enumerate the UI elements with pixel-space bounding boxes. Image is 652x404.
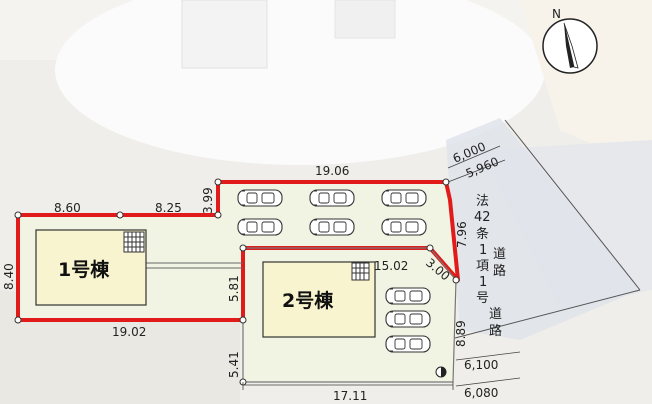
dim-step: 3.99 bbox=[201, 187, 215, 214]
boundary-marker-half bbox=[435, 366, 447, 378]
car-icon bbox=[237, 189, 283, 207]
road-area bbox=[446, 118, 641, 340]
road-label-col1-6: 号 bbox=[476, 291, 489, 306]
car-icon bbox=[237, 218, 283, 236]
compass: N bbox=[542, 7, 598, 74]
car-icon bbox=[385, 310, 431, 328]
road-label-col1-5: 1 bbox=[479, 275, 487, 290]
car-icon bbox=[385, 287, 431, 305]
dim-right-lower: 8.89 bbox=[454, 320, 468, 347]
road-label-col2-1: 路 bbox=[493, 263, 506, 279]
car-icon bbox=[309, 189, 355, 207]
road-label-col3-0: 道 bbox=[489, 307, 502, 322]
car-icon bbox=[385, 335, 431, 353]
building-1-stair-icon bbox=[123, 231, 145, 253]
building-2: 2号棟 bbox=[262, 261, 376, 338]
access-path bbox=[146, 262, 243, 269]
building-2-stair-icon bbox=[351, 262, 370, 281]
parking-area-2 bbox=[385, 287, 431, 353]
lot-2-outline bbox=[242, 247, 457, 383]
dim-mid-top: 8.25 bbox=[155, 201, 182, 215]
dimension-lines bbox=[242, 145, 521, 390]
compass-north-label: N bbox=[552, 7, 561, 21]
dim-lower-left: 5.41 bbox=[227, 351, 241, 378]
dim-right-upper: 7.96 bbox=[455, 221, 469, 248]
road-label-col1-4: 項 bbox=[476, 259, 489, 274]
road-width-bottom-1: 6,100 bbox=[464, 358, 498, 372]
road-label-col3-1: 路 bbox=[489, 323, 502, 339]
road-width-bottom-2: 6,080 bbox=[464, 386, 498, 400]
building-2-label: 2号棟 bbox=[282, 289, 334, 312]
road-label-col2-0: 道 bbox=[493, 247, 506, 262]
road-label-col1-1: 42 bbox=[474, 210, 491, 225]
dim-bottom: 17.11 bbox=[333, 389, 367, 403]
car-icon bbox=[381, 189, 427, 207]
building-1-label: 1号棟 bbox=[58, 258, 110, 281]
dim-inner-left: 5.81 bbox=[227, 275, 241, 302]
dim-left-side: 8.40 bbox=[2, 263, 16, 290]
dim-inner-top: 15.02 bbox=[374, 259, 408, 273]
dim-top: 19.06 bbox=[315, 164, 349, 178]
road-label-col1-0: 法 bbox=[476, 194, 489, 209]
road-label-col1-3: 1 bbox=[479, 243, 487, 258]
building-1: 1号棟 bbox=[35, 229, 147, 306]
road-label-col1-2: 条 bbox=[476, 226, 489, 242]
car-icon bbox=[381, 218, 427, 236]
road-label: 法 42 条 1 項 1 号 道 路 道 路 bbox=[474, 194, 506, 339]
dim-bottom-left: 19.02 bbox=[112, 325, 146, 339]
dim-left-top: 8.60 bbox=[54, 201, 81, 215]
car-icon bbox=[309, 218, 355, 236]
lot-boundary bbox=[16, 180, 460, 322]
